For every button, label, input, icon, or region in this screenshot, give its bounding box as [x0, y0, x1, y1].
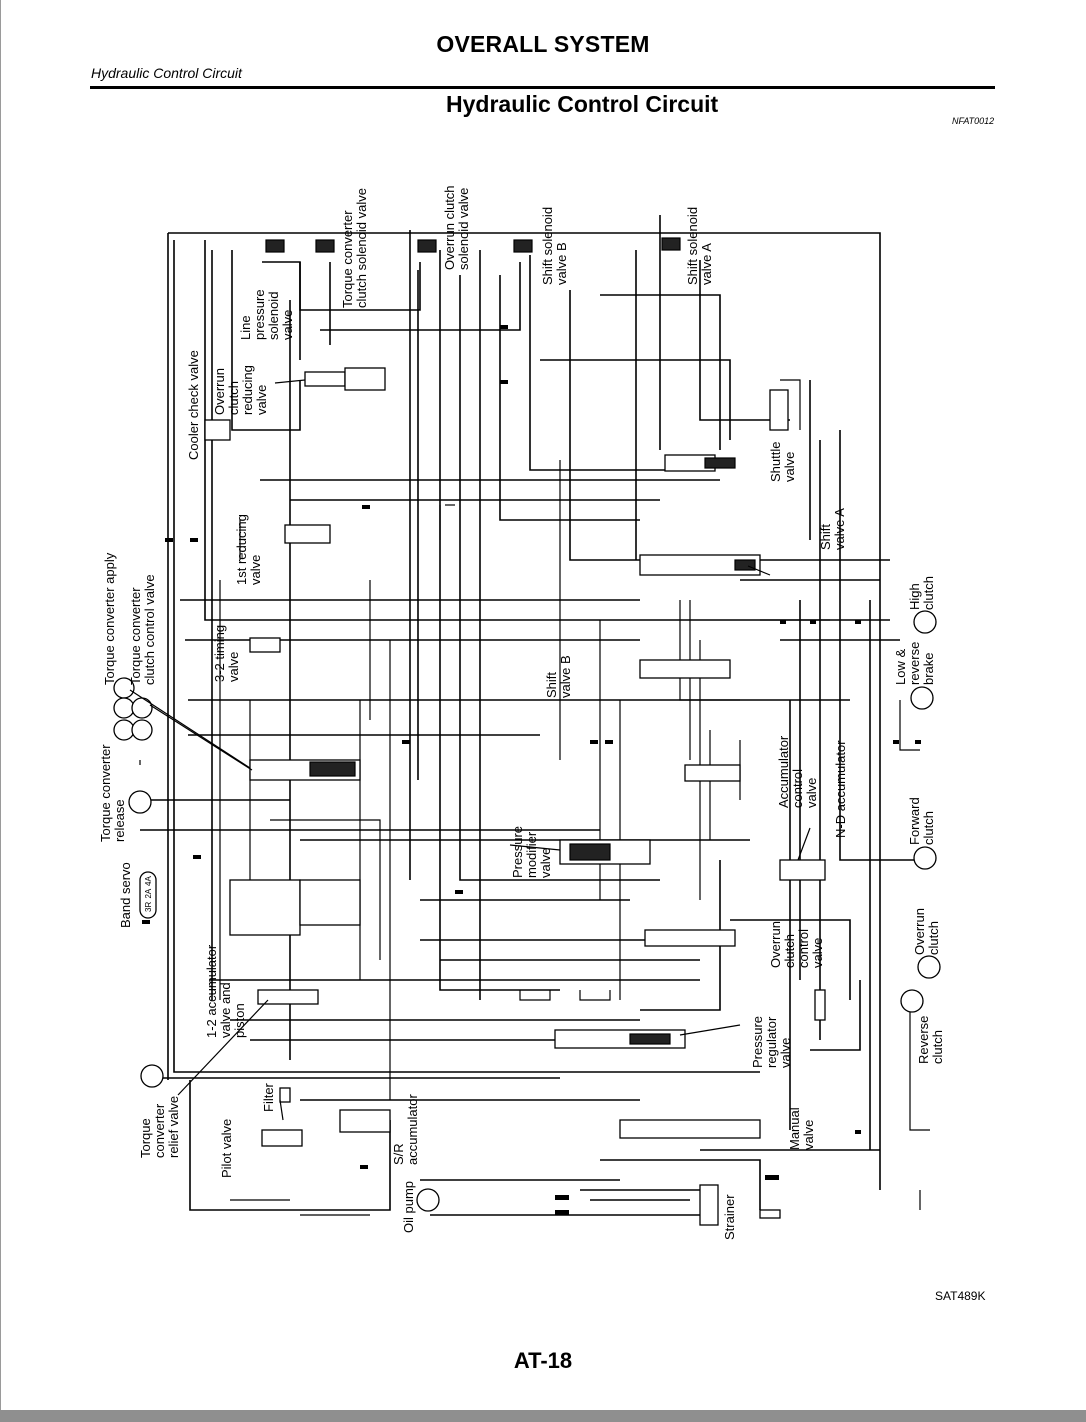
label-shift-valve-b: Shift valve B: [544, 655, 573, 698]
label-oil-pump: Oil pump: [401, 1181, 416, 1233]
label-overrun-clutch: Overrun clutch: [912, 904, 941, 955]
label-line-pressure-solenoid-valve: Line pressure solenoid valve: [238, 286, 295, 340]
page-frame-left: [0, 0, 1, 1410]
label-torque-converter-clutch-solenoid-valve: Torque converter clutch solenoid valve: [340, 188, 369, 308]
label-n-d-accumulator: N-D accumulator: [833, 740, 848, 838]
solenoid-valve-group: [265, 237, 681, 253]
label-three-two-timing-valve: 3-2 timing valve: [212, 621, 241, 682]
label-torque-converter-apply: Torque converter apply: [102, 552, 117, 685]
label-overrun-clutch-solenoid-valve: Overrun clutch solenoid valve: [442, 182, 471, 270]
leader-line-group: [129, 379, 811, 1121]
main-pipe-network: [139, 215, 930, 1216]
label-overrun-clutch-reducing-valve: Overrun clutch reducing valve: [212, 362, 269, 416]
label-filter: Filter: [261, 1082, 276, 1112]
page-number: AT-18: [513, 1348, 573, 1373]
label-high-clutch: High clutch: [907, 576, 936, 610]
label-strainer: Strainer: [722, 1194, 737, 1240]
label-first-reducing-valve: 1st reducing valve: [234, 511, 263, 585]
orifice-mark-group: [142, 325, 921, 1215]
label-reverse-clutch: Reverse clutch: [916, 1012, 945, 1064]
label-manual-valve: Manual valve: [787, 1104, 816, 1150]
page-frame-bottom: [0, 1410, 1086, 1422]
label-torque-converter-clutch-control-valve: Torque converter clutch control valve: [128, 574, 157, 685]
label-torque-converter-release: Torque converter release: [98, 741, 127, 842]
header-rule: [90, 86, 995, 89]
label-overrun-clutch-control-valve: Overrun clutch control valve: [768, 917, 825, 968]
label-band-servo: Band servo: [118, 862, 133, 928]
label-shift-solenoid-valve-b: Shift solenoid valve B: [540, 203, 569, 285]
label-accumulator-control-valve: Accumulator control valve: [776, 732, 819, 808]
label-low-reverse-brake: Low & reverse brake: [893, 638, 936, 685]
label-forward-clutch: Forward clutch: [907, 794, 936, 845]
section-title: OVERALL SYSTEM: [436, 31, 650, 57]
label-shuttle-valve: Shuttle valve: [768, 438, 797, 482]
label-one-two-accumulator: 1-2 accumulator valve and piston: [204, 941, 247, 1038]
label-pilot-valve: Pilot valve: [219, 1119, 234, 1178]
breadcrumb: Hydraulic Control Circuit: [91, 65, 242, 81]
reference-code: NFAT0012: [952, 116, 995, 126]
diagram-title: Hydraulic Control Circuit: [446, 91, 719, 117]
spool-valve-group: [139, 367, 826, 1226]
label-shift-valve-a: Shift valve A: [818, 508, 847, 550]
label-pressure-regulator-valve: Pressure regulator valve: [750, 1012, 793, 1068]
label-cooler-check-valve: Cooler check valve: [186, 350, 201, 460]
label-s-r-accumulator: S/R accumulator: [391, 1094, 420, 1165]
label-torque-converter-relief-valve: Torque converter relief valve: [138, 1096, 181, 1158]
label-shift-solenoid-valve-a: Shift solenoid valve A: [685, 203, 714, 285]
clutch-circle-group: [113, 610, 941, 1212]
label-pressure-modifier-valve: Pressure modifier valve: [510, 822, 553, 878]
label-band-servo-marks: 3R 2A 4A: [144, 876, 153, 912]
component-label-group: Line pressure solenoid valve Torque conv…: [98, 182, 945, 1240]
figure-code: SAT489K: [935, 1289, 986, 1303]
